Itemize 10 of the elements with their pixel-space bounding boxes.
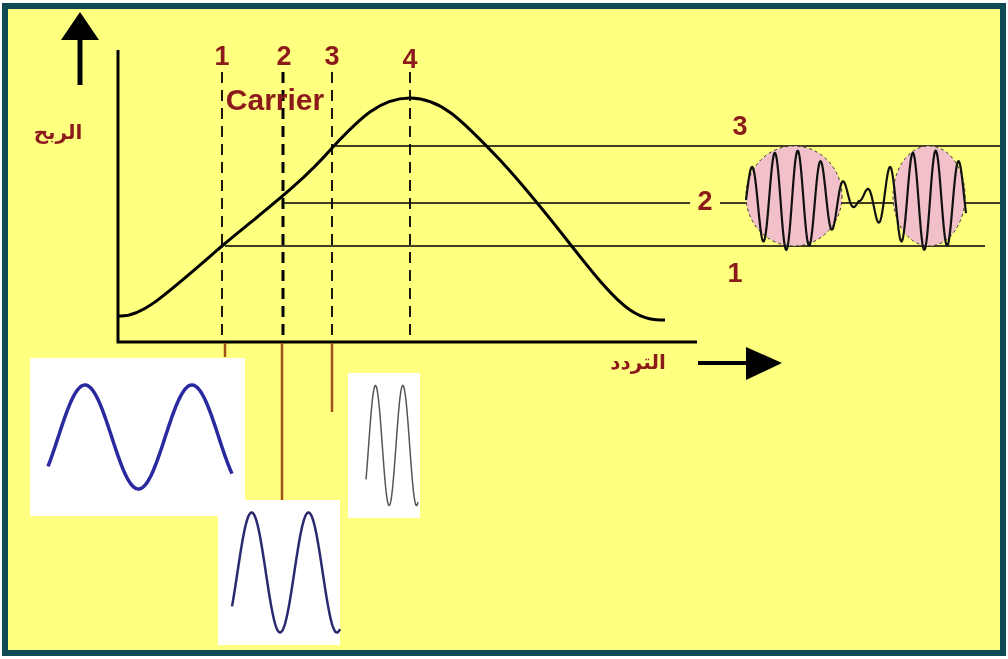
carrier-label: Carrier <box>224 85 326 115</box>
axis-label: الربح <box>32 122 84 142</box>
marker-number: 2 <box>275 42 293 70</box>
marker-number: 1 <box>213 42 231 70</box>
level-number: 1 <box>726 259 744 287</box>
marker-number: 4 <box>401 45 419 73</box>
level-number: 3 <box>731 112 749 140</box>
marker-number: 3 <box>323 42 341 70</box>
axis-label: التردد <box>609 352 667 372</box>
level-number: 2 <box>696 187 714 215</box>
